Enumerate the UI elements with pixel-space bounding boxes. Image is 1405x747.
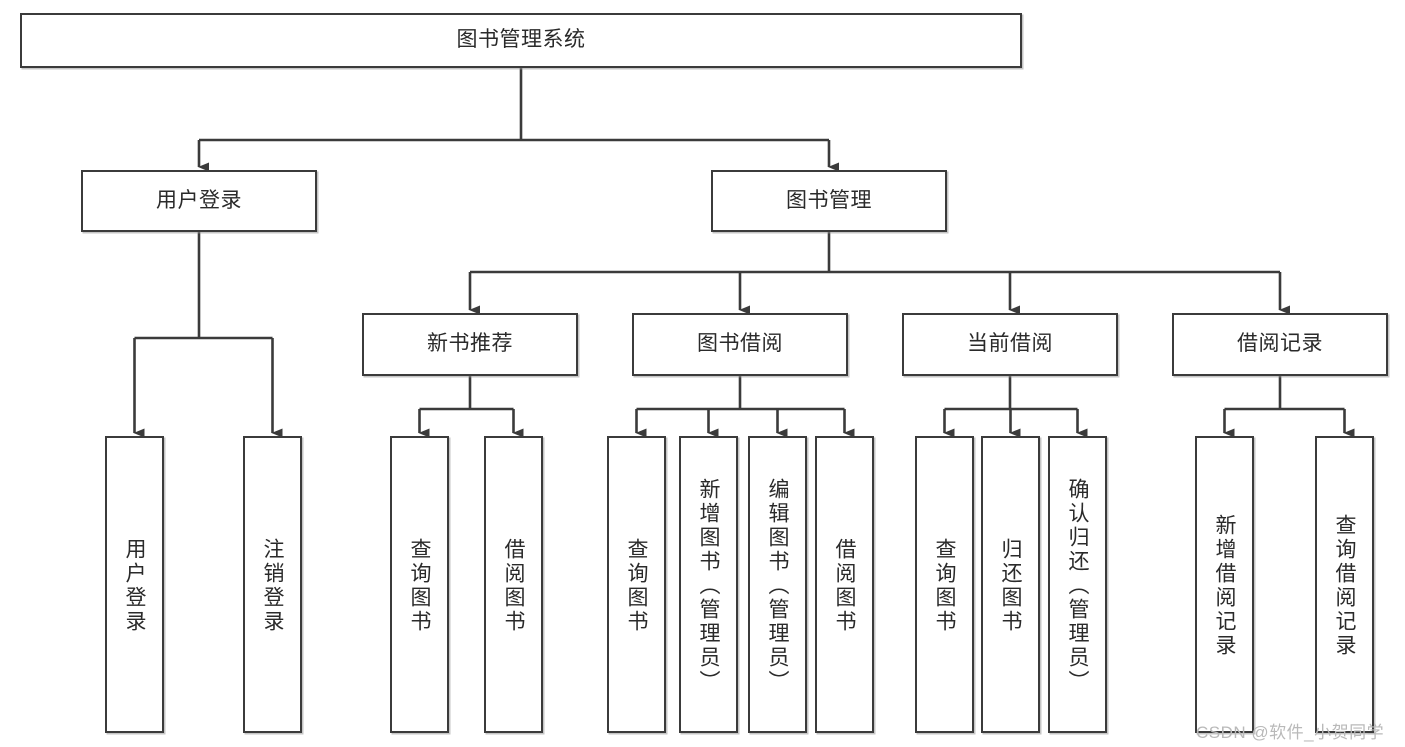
- node-leaf-5[interactable]: 新增图书（管理员）: [679, 436, 738, 733]
- node-root-0[interactable]: 图书管理系统: [20, 13, 1022, 68]
- node-label: 用户登录: [156, 188, 242, 212]
- node-level3-3[interactable]: 借阅记录: [1172, 313, 1388, 376]
- node-level2-1[interactable]: 图书管理: [711, 170, 947, 232]
- node-leaf-11[interactable]: 新增借阅记录: [1195, 436, 1254, 733]
- node-level2-0[interactable]: 用户登录: [81, 170, 317, 232]
- node-leaf-4[interactable]: 查询图书: [607, 436, 666, 733]
- node-label: 新增图书（管理员）: [697, 477, 720, 694]
- node-leaf-8[interactable]: 查询图书: [915, 436, 974, 733]
- node-label: 当前借阅: [967, 332, 1053, 356]
- node-label: 新书推荐: [427, 332, 513, 356]
- node-label: 查询图书: [625, 537, 648, 634]
- node-label: 查询图书: [933, 537, 956, 634]
- node-label: 查询图书: [408, 537, 431, 634]
- node-leaf-3[interactable]: 借阅图书: [484, 436, 543, 733]
- node-leaf-2[interactable]: 查询图书: [390, 436, 449, 733]
- node-label: 借阅记录: [1237, 332, 1323, 356]
- node-label: 借阅图书: [833, 537, 856, 634]
- csdn-watermark: CSDN @软件_小贺同学: [1196, 723, 1385, 742]
- node-label: 借阅图书: [502, 537, 525, 634]
- node-leaf-1[interactable]: 注销登录: [243, 436, 302, 733]
- node-level3-1[interactable]: 图书借阅: [632, 313, 848, 376]
- connector-lines: [133, 68, 1355, 438]
- node-label: 确认归还（管理员）: [1066, 477, 1089, 694]
- node-leaf-0[interactable]: 用户登录: [105, 436, 164, 733]
- node-label: 新增借阅记录: [1213, 513, 1236, 658]
- node-label: 注销登录: [261, 537, 284, 634]
- node-label: 查询借阅记录: [1333, 513, 1356, 658]
- node-label: 用户登录: [123, 537, 146, 634]
- node-label: 图书借阅: [697, 332, 783, 356]
- node-level3-0[interactable]: 新书推荐: [362, 313, 578, 376]
- node-label: 编辑图书（管理员）: [766, 477, 789, 694]
- node-label: 归还图书: [999, 537, 1022, 634]
- node-leaf-6[interactable]: 编辑图书（管理员）: [748, 436, 807, 733]
- node-leaf-7[interactable]: 借阅图书: [815, 436, 874, 733]
- node-leaf-10[interactable]: 确认归还（管理员）: [1048, 436, 1107, 733]
- node-label: 图书管理: [786, 188, 872, 212]
- node-leaf-12[interactable]: 查询借阅记录: [1315, 436, 1374, 733]
- node-leaf-9[interactable]: 归还图书: [981, 436, 1040, 733]
- node-label: 图书管理系统: [456, 28, 586, 52]
- node-level3-2[interactable]: 当前借阅: [902, 313, 1118, 376]
